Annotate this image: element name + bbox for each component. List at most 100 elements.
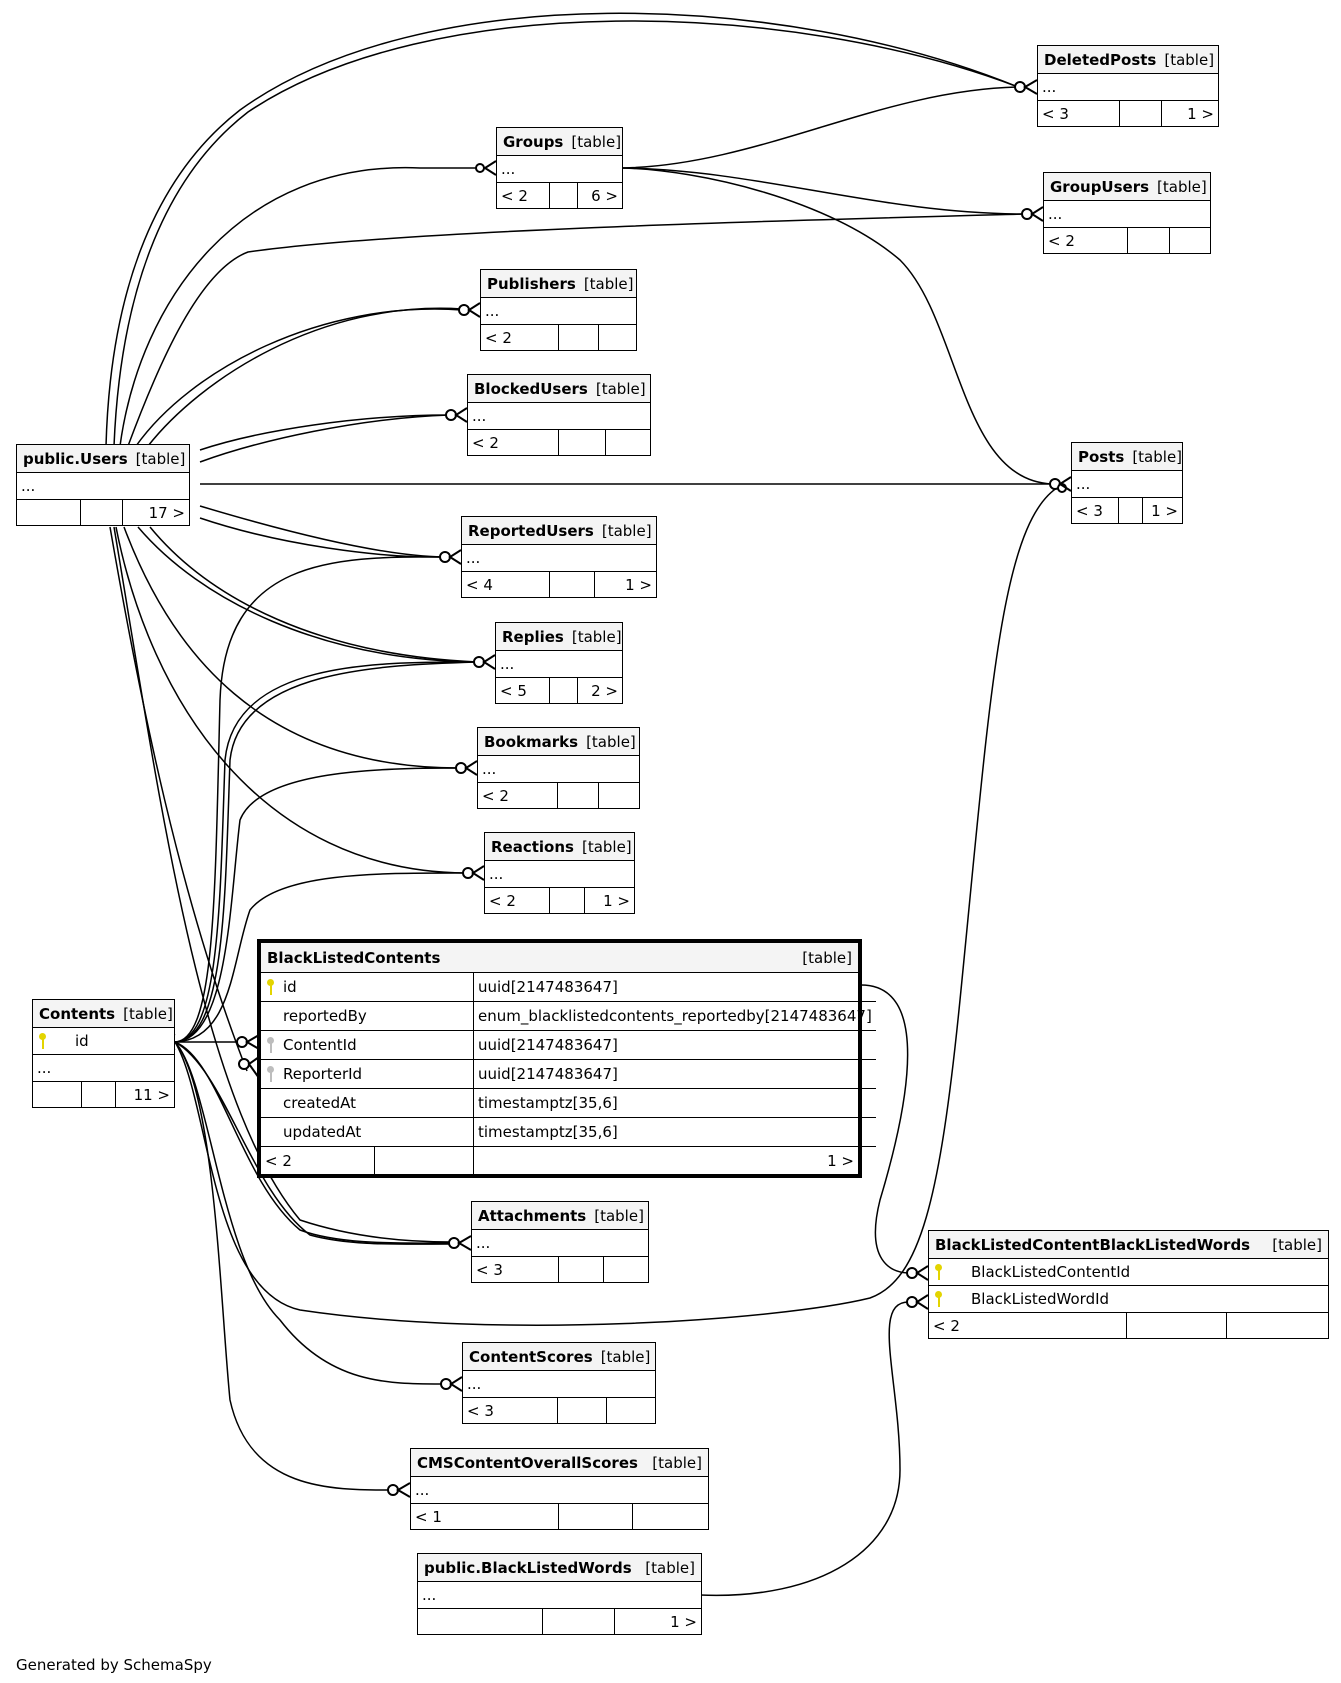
table-name[interactable]: public.Users (23, 449, 128, 468)
parents-count[interactable]: < 1 (411, 1504, 559, 1529)
table-name[interactable]: DeletedPosts (1044, 50, 1157, 69)
parents-count[interactable]: < 2 (929, 1313, 1127, 1338)
table-name[interactable]: CMSContentOverallScores (417, 1453, 638, 1472)
table-blacklistedcontents[interactable]: BlackListedContents[table] id uuid[21474… (257, 939, 876, 1178)
column-name[interactable]: createdAt (283, 1094, 357, 1112)
table-footer: 1 > (418, 1609, 701, 1634)
parents-count[interactable]: < 2 (485, 888, 550, 913)
children-count[interactable]: 11 > (133, 1085, 170, 1104)
table-name[interactable]: Reactions (491, 837, 574, 856)
table-name[interactable]: public.BlackListedWords (424, 1558, 632, 1577)
parents-count[interactable]: < 2 (261, 1147, 375, 1174)
table-name[interactable]: BlockedUsers (474, 379, 588, 398)
parents-count[interactable]: < 5 (496, 678, 550, 703)
parents-count[interactable] (17, 500, 81, 525)
parents-count[interactable]: < 3 (463, 1398, 558, 1423)
table-header: BlockedUsers[table] (468, 375, 650, 403)
table-name[interactable]: BlackListedContents (267, 948, 441, 967)
table-name[interactable]: Groups (503, 132, 564, 151)
children-count[interactable] (599, 783, 639, 808)
table-users[interactable]: public.Users[table] ... 17 > (16, 444, 190, 526)
table-header: public.Users[table] (17, 445, 189, 473)
children-count[interactable] (607, 1398, 655, 1423)
parents-count[interactable]: < 3 (472, 1257, 559, 1282)
children-count[interactable] (1227, 1313, 1328, 1338)
parents-count[interactable] (33, 1082, 82, 1107)
table-blcblw[interactable]: BlackListedContentBlackListedWords[table… (928, 1230, 1329, 1339)
table-bookmarks[interactable]: Bookmarks[table] ... < 2 (477, 727, 640, 809)
table-contentscores[interactable]: ContentScores[table] ... < 3 (462, 1342, 656, 1424)
children-count[interactable]: 1 > (827, 1151, 854, 1170)
children-count[interactable] (606, 430, 650, 455)
table-name[interactable]: Posts (1078, 447, 1125, 466)
parents-count[interactable]: < 2 (478, 783, 558, 808)
table-columns-ellipsis: ... (472, 1230, 648, 1257)
edge-users-blockedusers (199, 414, 450, 451)
generated-by-footer[interactable]: Generated by SchemaSpy (16, 1656, 212, 1674)
parents-count[interactable]: < 4 (462, 572, 550, 597)
column-name[interactable]: ContentId (283, 1036, 357, 1054)
children-count[interactable] (1170, 228, 1210, 253)
edge-users-deletedposts-2 (113, 20, 1019, 447)
table-name[interactable]: GroupUsers (1050, 177, 1150, 196)
parents-count[interactable]: < 3 (1038, 101, 1120, 126)
table-name[interactable]: Replies (502, 627, 564, 646)
table-groupusers[interactable]: GroupUsers[table] ... < 2 (1043, 172, 1211, 254)
children-count[interactable]: 1 > (625, 575, 652, 594)
table-name[interactable]: BlackListedContentBlackListedWords (935, 1235, 1251, 1254)
table-type: [table] (601, 521, 652, 540)
table-name[interactable]: Publishers (487, 274, 576, 293)
table-name[interactable]: ContentScores (469, 1347, 593, 1366)
column-name[interactable]: ReporterId (283, 1065, 363, 1083)
parents-count[interactable]: < 2 (481, 325, 559, 350)
children-count[interactable] (604, 1257, 648, 1282)
table-type: [table] (571, 132, 622, 151)
children-count[interactable]: 1 > (670, 1612, 697, 1631)
table-reportedusers[interactable]: ReportedUsers [table] ... < 4 1 > (461, 516, 657, 598)
children-count[interactable]: 2 > (591, 681, 618, 700)
table-columns-ellipsis: ... (462, 545, 656, 572)
table-cmscontentoverallscores[interactable]: CMSContentOverallScores[table] ... < 1 (410, 1448, 709, 1530)
children-count[interactable]: 17 > (148, 503, 185, 522)
table-name[interactable]: Bookmarks (484, 732, 579, 751)
table-header: Groups [table] (497, 128, 622, 156)
edge-end-groups (475, 163, 485, 173)
table-type: [table] (645, 1558, 695, 1577)
children-count[interactable] (599, 325, 636, 350)
table-contents[interactable]: Contents[table] id ... 11 > (32, 999, 175, 1108)
parents-count[interactable]: < 2 (1044, 228, 1128, 253)
table-attachments[interactable]: Attachments[table] ... < 3 (471, 1201, 649, 1283)
rows-count (559, 325, 599, 350)
children-count[interactable]: 6 > (591, 186, 618, 205)
table-blockedusers[interactable]: BlockedUsers[table] ... < 2 (467, 374, 651, 456)
children-count[interactable]: 1 > (1187, 104, 1214, 123)
children-count[interactable]: 1 > (603, 891, 630, 910)
edge-contents-replies-2 (174, 661, 478, 1043)
parents-count[interactable]: < 2 (497, 183, 550, 208)
column-name[interactable]: BlackListedWordId (971, 1290, 1110, 1308)
table-name[interactable]: Contents (39, 1004, 116, 1023)
parents-count[interactable]: < 2 (468, 430, 559, 455)
column-name[interactable]: reportedBy (283, 1007, 367, 1025)
column-name[interactable]: id (75, 1032, 89, 1050)
table-blacklistedwords[interactable]: public.BlackListedWords[table] ... 1 > (417, 1553, 702, 1635)
parents-count[interactable] (418, 1609, 543, 1634)
children-count[interactable] (633, 1504, 708, 1529)
table-header: ContentScores[table] (463, 1343, 655, 1371)
table-publishers[interactable]: Publishers[table] ... < 2 (480, 269, 637, 351)
crowfoot-attachments (457, 1235, 472, 1251)
edge-contents-posts (174, 485, 1061, 1326)
column-name[interactable]: BlackListedContentId (971, 1263, 1131, 1281)
column-name[interactable]: updatedAt (283, 1123, 362, 1141)
table-name[interactable]: Attachments (478, 1206, 587, 1225)
children-count[interactable]: 1 > (1151, 501, 1178, 520)
parents-count[interactable]: < 3 (1072, 498, 1119, 523)
foreign-key-icon (265, 1036, 277, 1054)
table-name[interactable]: ReportedUsers (468, 521, 594, 540)
column-name[interactable]: id (283, 978, 297, 996)
